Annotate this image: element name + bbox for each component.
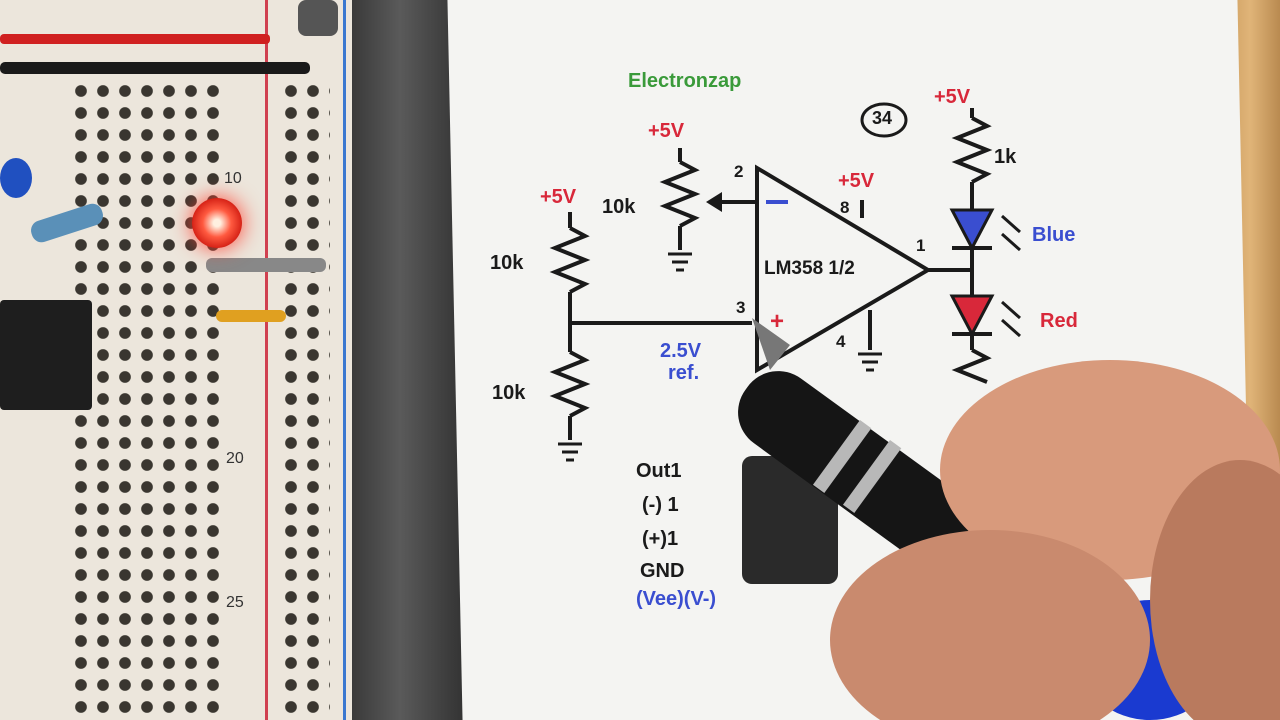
badge-number: 34 <box>872 108 893 128</box>
jumper-wire <box>206 258 326 272</box>
supply-label-pot: +5V <box>648 120 685 142</box>
pin-3-label: 3 <box>736 298 746 317</box>
opamp-label: LM358 1/2 <box>764 258 855 279</box>
supply-label-divider: +5V <box>540 186 577 208</box>
ref-suffix-label: ref. <box>668 362 700 384</box>
red-rail-line <box>265 0 268 720</box>
breadboard-holes-rail <box>280 80 330 720</box>
pinout-out1: Out1 <box>636 460 682 482</box>
pinout-vee: (Vee)(V-) <box>636 588 717 610</box>
blue-rail-line <box>343 0 346 720</box>
ref-voltage-label: 2.5V <box>660 340 702 362</box>
led-resistor-label: 1k <box>994 146 1017 168</box>
pin-4-label: 4 <box>836 332 846 351</box>
pinout-noninv-in: (+)1 <box>642 528 679 550</box>
hand-shadow <box>1150 460 1280 720</box>
plus-sign: + <box>770 308 785 335</box>
probe-tip <box>752 318 790 370</box>
pin-2-label: 2 <box>734 162 744 181</box>
blue-led-label: Blue <box>1032 224 1076 246</box>
pinout-gnd: GND <box>640 560 685 582</box>
red-led-label: Red <box>1040 310 1078 332</box>
black-wire <box>0 62 310 74</box>
probe-ring-2 <box>842 440 902 513</box>
ic-chip <box>0 300 92 410</box>
breadboard: 10 20 25 <box>0 0 360 720</box>
blue-led <box>0 158 32 198</box>
pin-8-label: 8 <box>840 198 850 217</box>
thumb <box>830 530 1150 720</box>
supply-label-led: +5V <box>934 86 971 108</box>
supply-label-opamp: +5V <box>838 170 875 192</box>
divider-bottom-resistor-label: 10k <box>492 382 526 404</box>
breadboard-holes-left <box>70 80 220 720</box>
pin-1-label: 1 <box>916 236 926 255</box>
brand-label: Electronzap <box>628 70 742 92</box>
row-label-10: 10 <box>224 170 242 187</box>
red-led-lit <box>192 198 242 248</box>
probe-ring-1 <box>812 419 872 493</box>
red-wire <box>0 34 270 44</box>
pot-label: 10k <box>602 196 636 218</box>
pinout-inv-in: (-) 1 <box>642 494 679 516</box>
row-label-25: 25 <box>226 594 244 611</box>
clip <box>298 0 338 36</box>
row-label-20: 20 <box>226 450 244 467</box>
resistor-body <box>216 310 286 322</box>
divider-top-resistor-label: 10k <box>490 252 524 274</box>
